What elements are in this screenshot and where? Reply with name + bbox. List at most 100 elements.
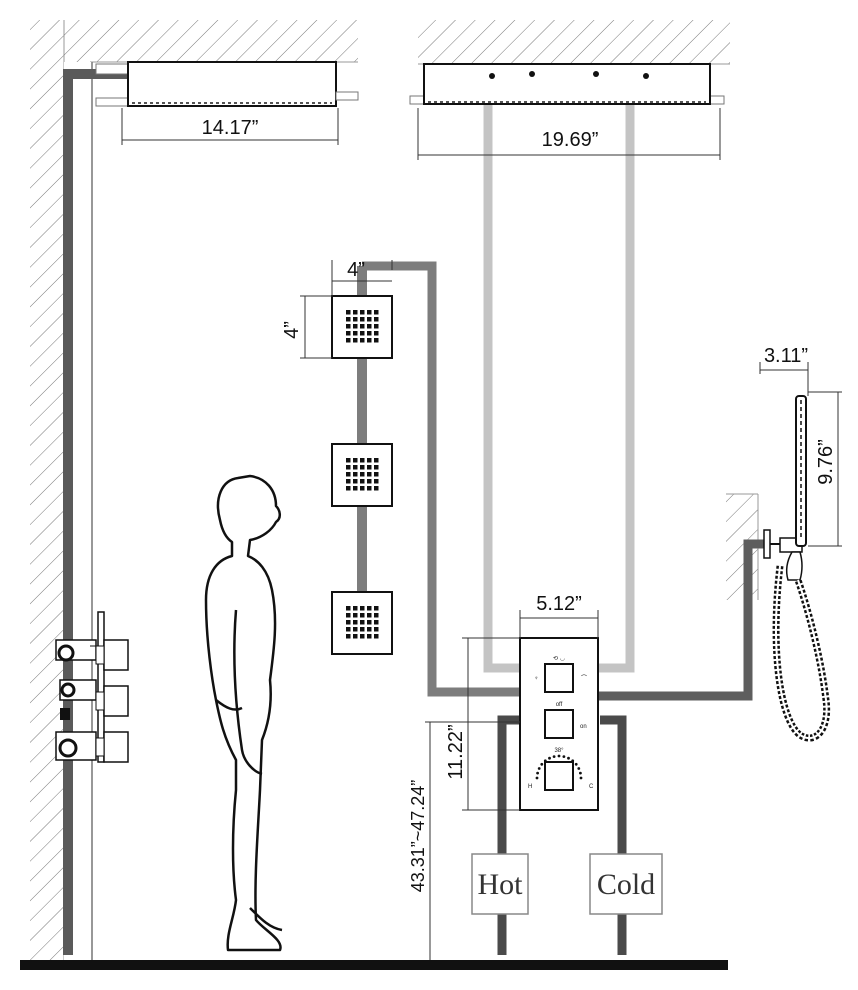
handheld-width-label: 3.11” <box>764 345 808 367</box>
jet-nozzle <box>367 620 372 625</box>
dial-dot <box>574 762 578 766</box>
hot-label: Hot <box>478 868 524 901</box>
temperature-dial-arc <box>535 754 583 780</box>
hot-inlet-label-box: Hot <box>471 853 529 915</box>
body-jet-3 <box>331 591 393 655</box>
jet-nozzle <box>346 634 351 639</box>
jet-nozzle <box>353 486 358 491</box>
jet-nozzle <box>374 479 379 484</box>
jet-nozzle <box>374 613 379 618</box>
temperature-mark: 38° <box>554 748 564 754</box>
dial-dot <box>571 759 575 763</box>
jet-nozzle <box>360 620 365 625</box>
hand-shower-dimension-lines <box>759 362 842 547</box>
jet-nozzle <box>346 479 351 484</box>
jet-dimension-lines <box>300 260 393 359</box>
handheld-height-label: 9.76” <box>815 439 837 485</box>
jet-width-label: 4” <box>347 259 365 281</box>
jet-nozzle <box>346 331 351 336</box>
jet-nozzle <box>367 606 372 611</box>
jet-nozzle <box>374 634 379 639</box>
jet-nozzle <box>374 465 379 470</box>
jet-nozzle <box>367 486 372 491</box>
jet-nozzle <box>374 472 379 477</box>
jet-nozzle <box>353 465 358 470</box>
thermostatic-valve-panel: ⟲ ◡ ♆ ⌒ off on 38° H C <box>519 637 599 811</box>
jet-nozzle <box>360 331 365 336</box>
jet-nozzle <box>346 627 351 632</box>
dial-dot <box>562 755 566 758</box>
jet-nozzle <box>353 310 358 315</box>
jet-nozzle <box>353 317 358 322</box>
svg-text:♆: ♆ <box>534 676 539 682</box>
jet-nozzle <box>353 472 358 477</box>
jet-nozzle <box>346 338 351 343</box>
jet-nozzle <box>374 486 379 491</box>
jet-nozzle <box>353 338 358 343</box>
hand-shower-supply-pipe <box>596 539 768 701</box>
jet-nozzle <box>353 331 358 336</box>
jet-nozzle <box>353 458 358 463</box>
side-valve-body <box>55 611 129 763</box>
jet-nozzle <box>360 613 365 618</box>
dial-dot <box>537 767 541 770</box>
jet-nozzle <box>353 606 358 611</box>
jet-nozzle <box>367 324 372 329</box>
jet-nozzle <box>367 465 372 470</box>
jet-nozzle <box>346 620 351 625</box>
valve-knob-temperature <box>544 761 574 791</box>
jet-nozzle <box>353 479 358 484</box>
jet-nozzle <box>360 479 365 484</box>
jet-nozzle <box>374 458 379 463</box>
cold-mark: C <box>589 784 594 790</box>
jet-nozzle <box>346 317 351 322</box>
jet-nozzle <box>360 606 365 611</box>
svg-text:⟲ ◡: ⟲ ◡ <box>553 656 565 662</box>
cold-inlet-label-box: Cold <box>589 853 663 915</box>
front-ceiling <box>418 20 730 65</box>
jet-nozzle <box>367 338 372 343</box>
jet-nozzle <box>360 465 365 470</box>
overhead-side-width-label: 14.17” <box>202 117 259 139</box>
jet-nozzle <box>374 338 379 343</box>
front-overhead-shower <box>409 63 725 105</box>
dial-dot <box>543 759 547 763</box>
jet-nozzle <box>367 458 372 463</box>
dial-dot <box>577 767 581 770</box>
jet-nozzle <box>353 627 358 632</box>
jet-nozzle <box>353 634 358 639</box>
jet-nozzle <box>374 606 379 611</box>
cold-label: Cold <box>597 868 655 901</box>
jet-nozzle <box>346 310 351 315</box>
hot-mark: H <box>528 784 532 790</box>
jet-nozzle <box>374 324 379 329</box>
jet-nozzle <box>360 324 365 329</box>
jet-nozzle <box>346 606 351 611</box>
dial-dot <box>540 762 544 766</box>
jet-nozzle <box>360 627 365 632</box>
dial-dot <box>536 771 539 775</box>
jet-nozzle <box>346 324 351 329</box>
jet-nozzle <box>374 620 379 625</box>
svg-text:⌒: ⌒ <box>581 675 587 682</box>
dial-dot <box>579 776 583 780</box>
jet-nozzle <box>367 634 372 639</box>
valve-dimension-lines <box>425 610 599 962</box>
jet-nozzle <box>360 634 365 639</box>
jet-nozzle <box>367 317 372 322</box>
jet-nozzle <box>367 627 372 632</box>
jet-nozzle <box>367 479 372 484</box>
human-figure <box>204 474 283 952</box>
jet-nozzle <box>367 472 372 477</box>
overhead-front-width-label: 19.69” <box>542 129 599 151</box>
dial-dot <box>579 771 582 775</box>
jet-nozzle <box>367 613 372 618</box>
valve-width-label: 5.12” <box>536 593 582 615</box>
front-width-dimension: 19.69” <box>417 108 721 160</box>
jet-nozzle <box>360 338 365 343</box>
jet-nozzle <box>367 331 372 336</box>
jet-nozzle <box>353 620 358 625</box>
jet-nozzle <box>353 324 358 329</box>
dial-dot <box>535 776 539 780</box>
